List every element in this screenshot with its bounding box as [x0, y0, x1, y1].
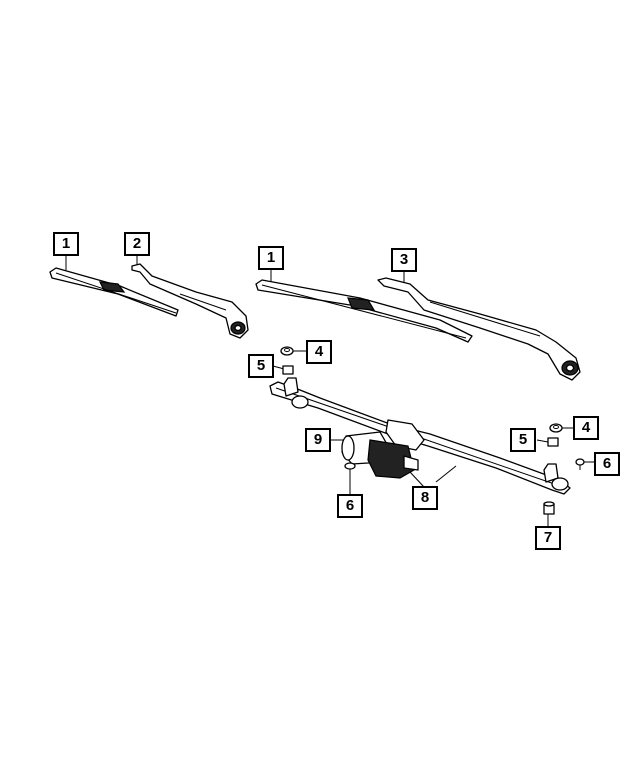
callout-5-right: 5	[510, 428, 536, 452]
callout-4-right: 4	[573, 416, 599, 440]
washer-right	[547, 437, 559, 447]
wiper-motor	[341, 431, 419, 479]
nut-right	[549, 423, 563, 433]
callout-3: 3	[391, 248, 417, 272]
washer-left	[282, 365, 294, 375]
callout-6-right: 6	[594, 452, 620, 476]
callout-1-right: 1	[258, 246, 284, 270]
screw-right	[575, 458, 585, 470]
callout-1-left: 1	[53, 232, 79, 256]
callout-2: 2	[124, 232, 150, 256]
callout-4-left: 4	[306, 340, 332, 364]
bolt-bottom	[344, 462, 356, 490]
wiper-blade-left	[49, 267, 179, 317]
spacer	[543, 501, 555, 515]
callout-9: 9	[305, 428, 331, 452]
callout-7: 7	[535, 526, 561, 550]
wiper-blade-right	[255, 279, 473, 343]
callout-5-left: 5	[248, 354, 274, 378]
wiper-linkage	[269, 377, 571, 495]
callout-6-bottom: 6	[337, 494, 363, 518]
wiper-arm-right	[377, 277, 581, 381]
nut-left	[280, 346, 294, 356]
callout-8: 8	[412, 486, 438, 510]
wiper-arm-left	[131, 263, 249, 339]
